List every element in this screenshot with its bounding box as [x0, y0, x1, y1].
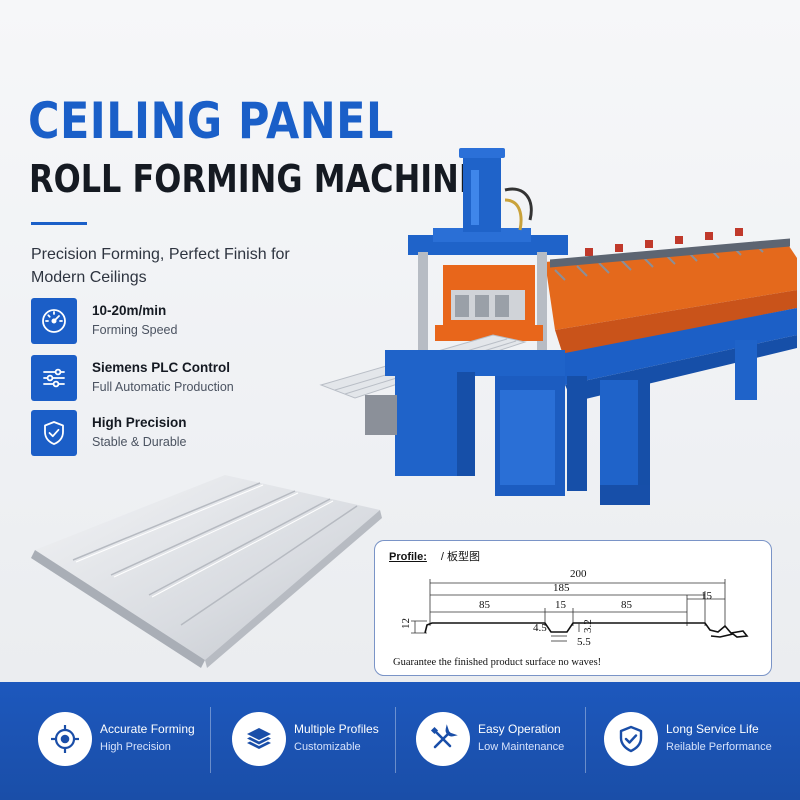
profile-heading: Profile: / 板型图 — [389, 548, 480, 564]
tagline: Precision Forming, Perfect Finish for Mo… — [31, 246, 290, 286]
bottom-feature-subtitle: Reilable Performance — [666, 741, 772, 753]
feature-precision: High Precision Stable & Durable — [31, 410, 331, 458]
ceiling-panel-image — [31, 475, 382, 668]
profile-note: Guarantee the finished product surface n… — [393, 657, 602, 668]
dim-mid: 15 — [555, 599, 567, 611]
divider — [395, 707, 396, 773]
profile-label-cn: / 板型图 — [440, 551, 481, 563]
dim-lip: 15 — [701, 590, 713, 602]
bottom-feature-subtitle: Low Maintenance — [478, 741, 565, 753]
bottom-feature-bar: Accurate Forming High Precision Multiple… — [0, 682, 800, 800]
dim-right: 85 — [621, 599, 633, 611]
sliders-icon — [31, 355, 77, 401]
dim-left: 85 — [479, 599, 491, 611]
dim-a: 4.5 — [533, 622, 547, 634]
target-icon — [38, 712, 92, 766]
bottom-feature-title: Long Service Life — [666, 722, 759, 736]
dim-total: 200 — [570, 568, 587, 580]
profile-label: Profile: — [389, 551, 427, 563]
feature-title: High Precision — [92, 415, 187, 430]
feature-subtitle: Forming Speed — [92, 323, 178, 337]
dim-c: 5.5 — [577, 636, 591, 648]
tools-icon — [416, 712, 470, 766]
profile-drawing: 200 185 85 15 85 15 12 4.5 3.2 5.5 Profi… — [374, 540, 772, 676]
dim-inner: 185 — [553, 582, 570, 594]
feature-title: Siemens PLC Control — [92, 360, 231, 375]
dim-height: 12 — [400, 618, 412, 629]
feature-subtitle: Stable & Durable — [92, 435, 187, 449]
layers-icon — [232, 712, 286, 766]
bottom-feature-title: Accurate Forming — [100, 722, 195, 736]
title-divider — [31, 222, 87, 225]
headline-subtitle: ROLL FORMING MACHINE — [29, 157, 481, 201]
speedometer-icon — [31, 298, 77, 344]
profile-diagram: 200 185 85 15 85 15 12 4.5 3.2 5.5 — [400, 568, 749, 648]
bottom-feature-title: Multiple Profiles — [294, 722, 379, 736]
roll-forming-machine-image — [319, 148, 797, 505]
shield-check-icon — [31, 410, 77, 456]
feature-subtitle: Full Automatic Production — [92, 380, 234, 394]
bottom-feature-subtitle: Customizable — [294, 741, 361, 753]
shield-check-icon — [604, 712, 658, 766]
bottom-feature-subtitle: High Precision — [100, 741, 171, 753]
bottom-feature-title: Easy Operation — [478, 722, 561, 736]
dim-b: 3.2 — [582, 619, 594, 633]
divider — [210, 707, 211, 773]
feature-speed: 10-20m/min Forming Speed — [31, 298, 331, 346]
feature-plc: Siemens PLC Control Full Automatic Produ… — [31, 355, 331, 403]
feature-title: 10-20m/min — [92, 303, 167, 318]
headline-title: CEILING PANEL — [28, 92, 394, 150]
divider — [585, 707, 586, 773]
